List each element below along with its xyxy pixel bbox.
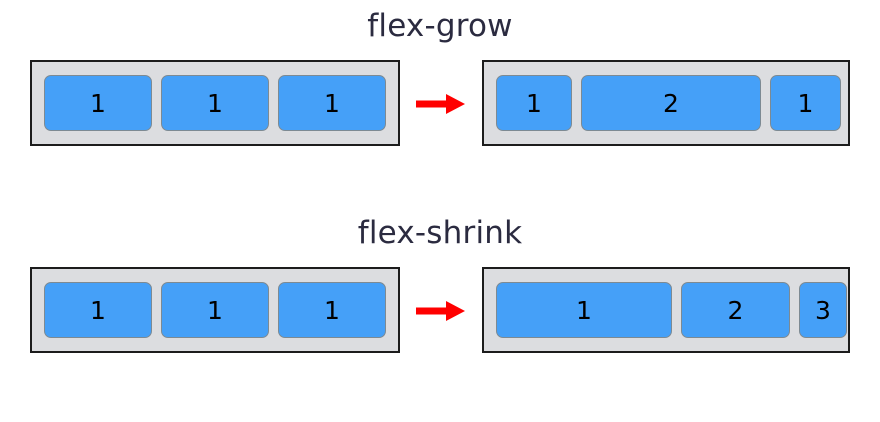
flex-item-after-shrink-3: 3 [799,282,847,338]
section-flex-shrink: flex-shrink 1 1 1 1 2 3 [0,211,880,377]
row-flex-shrink: 1 1 1 1 2 3 [0,267,880,377]
flex-item-before-shrink-1: 1 [44,282,152,338]
flex-container-before-shrink: 1 1 1 [30,267,400,353]
flex-item-after-grow-1: 1 [496,75,572,131]
right-arrow-icon [416,93,466,115]
flex-item-after-grow-2: 2 [581,75,761,131]
row-flex-grow: 1 1 1 1 2 1 [0,60,880,170]
flex-item-before-shrink-3: 1 [278,282,386,338]
flex-container-before-grow: 1 1 1 [30,60,400,146]
flex-container-after-grow: 1 2 1 [482,60,850,146]
flex-item-after-grow-3: 1 [770,75,841,131]
flex-item-after-shrink-2: 2 [681,282,790,338]
flex-container-after-shrink: 1 2 3 [482,267,850,353]
flex-item-before-grow-3: 1 [278,75,386,131]
flex-item-before-grow-1: 1 [44,75,152,131]
flex-item-after-shrink-1: 1 [496,282,672,338]
page-title-flex-grow: flex-grow [367,8,513,44]
flex-item-before-grow-2: 1 [161,75,269,131]
page-title-flex-shrink: flex-shrink [357,215,523,251]
flex-item-before-shrink-2: 1 [161,282,269,338]
section-flex-grow: flex-grow 1 1 1 1 2 1 [0,4,880,170]
right-arrow-icon [416,300,466,322]
